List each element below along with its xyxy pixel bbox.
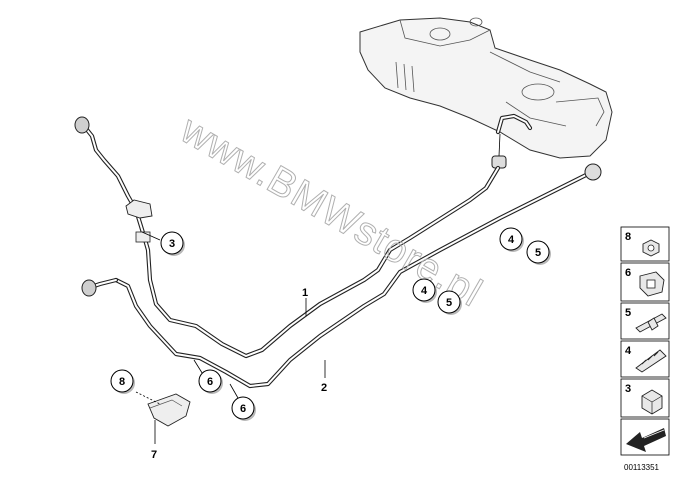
pipe-clip-icon [635, 349, 667, 373]
parts-panel-item-3: 3 [620, 378, 670, 418]
parts-panel-item-arrow [620, 418, 670, 456]
callout-4b: 4 [412, 278, 437, 303]
callout-6b-label: 6 [240, 403, 246, 415]
fuel-tank [359, 17, 613, 159]
clip-icon [639, 271, 665, 297]
callout-5a-label: 5 [535, 247, 541, 259]
callout-4a-label: 4 [508, 234, 515, 246]
callout-5b: 5 [437, 290, 462, 315]
tank-feed-line [491, 113, 533, 169]
callout-6a-label: 6 [207, 376, 213, 388]
callout-8-label: 8 [119, 376, 125, 388]
leader-3 [141, 231, 161, 241]
parts-panel-item-3-label: 3 [625, 383, 631, 395]
callout-7-label: 7 [151, 449, 157, 461]
watermark: www.BMWstore.pl [173, 107, 490, 315]
parts-panel-item-6-label: 6 [625, 267, 631, 279]
parts-panel-item-4: 4 [620, 340, 670, 378]
bracket-7 [135, 391, 191, 444]
callout-8: 8 [110, 369, 135, 394]
parts-panel-item-6: 6 [620, 262, 670, 302]
callout-5a: 5 [526, 240, 551, 265]
hex-nut-icon [641, 389, 663, 415]
callout-4a: 4 [499, 227, 524, 252]
callout-6a: 6 [198, 369, 223, 394]
callout-3: 3 [160, 231, 185, 256]
parts-panel-item-8-label: 8 [625, 231, 631, 243]
callout-3-label: 3 [169, 238, 175, 250]
parts-panel: 8 6 5 4 [620, 226, 670, 472]
parts-panel-item-5: 5 [620, 302, 670, 340]
leader-6b [229, 383, 239, 399]
parts-panel-item-5-label: 5 [625, 307, 631, 319]
fuel-pipe-2 [81, 163, 602, 389]
callout-1-label: 1 [302, 287, 308, 299]
nut-icon [642, 239, 660, 257]
diagram-code: 00113351 [624, 463, 660, 472]
callout-4b-label: 4 [421, 285, 428, 297]
holder-icon [635, 313, 667, 333]
arrow-icon [626, 428, 666, 452]
callout-6b: 6 [231, 396, 256, 421]
callout-2-label: 2 [321, 382, 327, 394]
callout-5b-label: 5 [446, 297, 452, 309]
parts-panel-item-8: 8 [620, 226, 670, 262]
fuel-pipe-1 [74, 116, 501, 359]
parts-panel-item-4-label: 4 [625, 345, 632, 357]
